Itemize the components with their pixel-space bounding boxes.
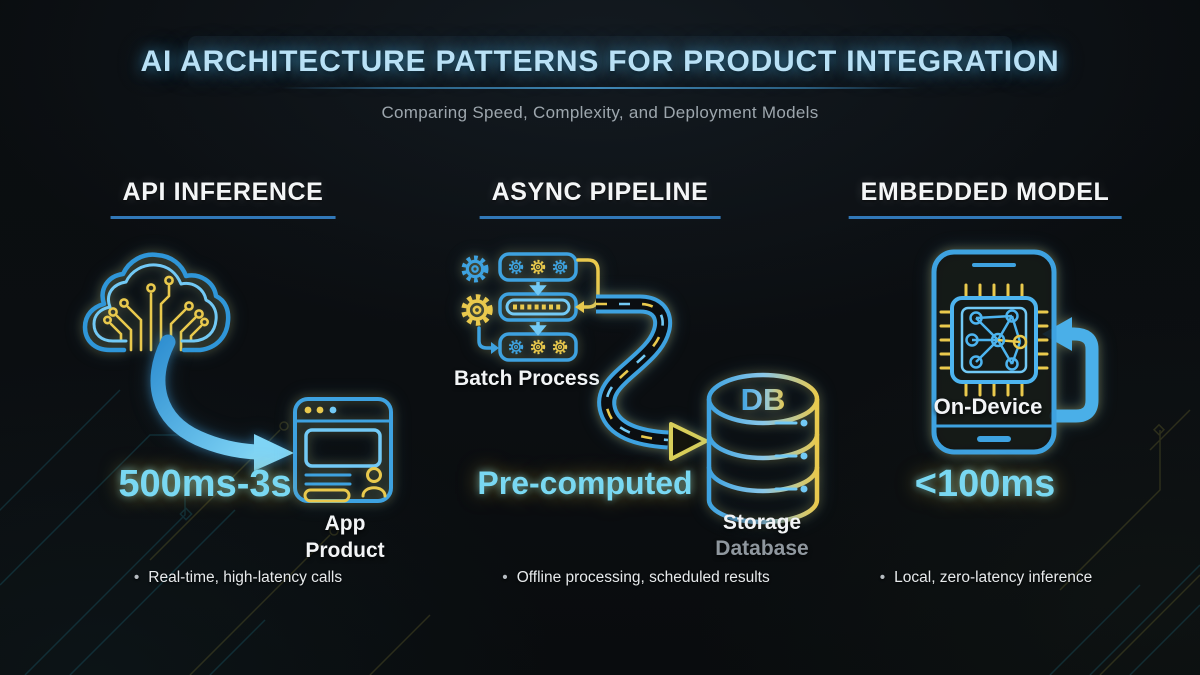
pipeline-road-arrow-icon (596, 294, 708, 461)
app-window-icon (293, 397, 393, 503)
bullet-marker: • (502, 569, 508, 586)
title-panel (188, 36, 1012, 88)
app-product-label-line1: App (324, 512, 366, 535)
page-subtitle: Comparing Speed, Complexity, and Deploym… (381, 103, 819, 122)
bullet-marker: • (133, 569, 140, 586)
batch-process-label: Batch Process (454, 367, 600, 390)
column-header-async-pipeline: ASYNC PIPELINE (479, 178, 721, 219)
bullet-async-pipeline: • Offline processing, scheduled results (502, 569, 769, 587)
bullet-api-inference: • Real-time, high-latency calls (134, 569, 342, 587)
bullet-text: Offline processing, scheduled results (516, 569, 770, 586)
page-title: AI ARCHITECTURE PATTERNS FOR PRODUCT INT… (140, 45, 1060, 78)
bullet-text: Local, zero-latency inference (894, 569, 1093, 586)
storage-label-line2: Database (715, 537, 809, 560)
storage-label-line1: Storage (722, 511, 802, 534)
db-label: DB (741, 382, 786, 417)
bullet-text: Real-time, high-latency calls (148, 569, 343, 586)
title-underline (280, 87, 920, 89)
app-product-label: App Product (305, 510, 384, 564)
bullet-embedded-model: • Local, zero-latency inference (880, 569, 1093, 587)
on-device-label: On-Device (933, 394, 1043, 419)
app-product-label-line2: Product (305, 539, 385, 562)
phone-chip-icon (931, 249, 1099, 455)
latency-metric-async: Pre-computed (477, 465, 693, 501)
latency-metric-embedded: <100ms (914, 463, 1056, 505)
cloud-to-app-arrow-icon (150, 334, 294, 471)
batch-process-icon (452, 252, 600, 362)
column-header-embedded-model: EMBEDDED MODEL (848, 178, 1122, 219)
column-header-api-inference: API INFERENCE (110, 178, 336, 219)
latency-metric-api: 500ms-3s (118, 463, 292, 505)
bullet-marker: • (879, 569, 886, 586)
database-cylinder-icon: DB (706, 372, 820, 525)
storage-database-label: Storage Database (715, 510, 808, 562)
